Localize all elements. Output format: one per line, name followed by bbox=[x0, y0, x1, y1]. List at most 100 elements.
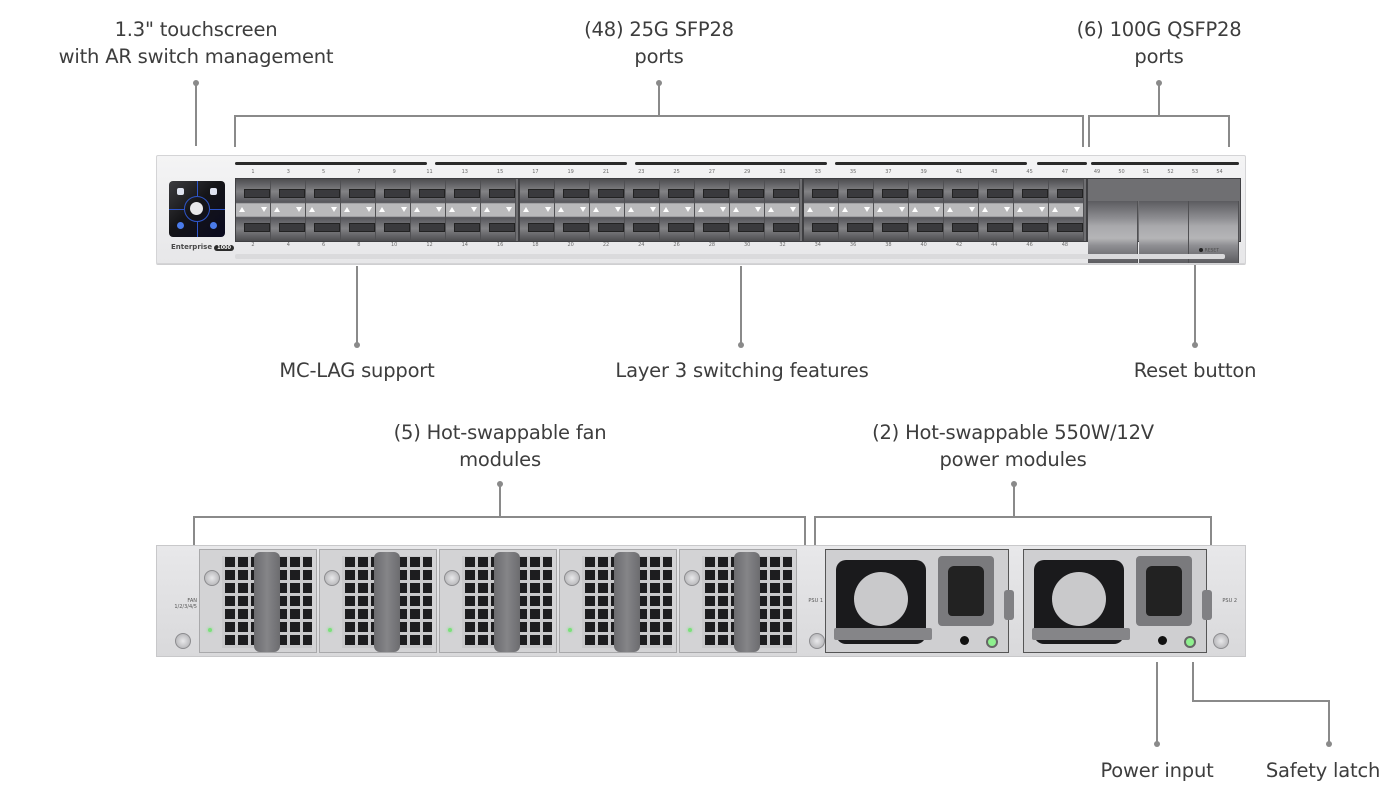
sfp-port-slot[interactable] bbox=[419, 189, 445, 198]
sfp-port-cage[interactable] bbox=[411, 179, 446, 241]
sfp-port-slot[interactable] bbox=[314, 223, 340, 232]
fan-module[interactable] bbox=[199, 549, 317, 653]
sfp-port-slot[interactable] bbox=[703, 189, 729, 198]
sfp-port-cage[interactable] bbox=[979, 179, 1014, 241]
sfp-port-cage[interactable] bbox=[660, 179, 695, 241]
fan-handle[interactable] bbox=[254, 552, 280, 652]
sfp-port-cage[interactable] bbox=[730, 179, 765, 241]
safety-latch[interactable] bbox=[1202, 590, 1212, 620]
sfp-port-cage[interactable] bbox=[236, 179, 271, 241]
sfp-port-slot[interactable] bbox=[703, 223, 729, 232]
sfp-port-slot[interactable] bbox=[633, 223, 659, 232]
power-module-1[interactable] bbox=[825, 549, 1014, 653]
sfp-port-slot[interactable] bbox=[882, 223, 908, 232]
sfp-port-slot[interactable] bbox=[279, 189, 305, 198]
fan-module[interactable] bbox=[679, 549, 797, 653]
thumb-screw-icon[interactable] bbox=[564, 570, 580, 586]
sfp-port-slot[interactable] bbox=[528, 223, 554, 232]
fan-handle[interactable] bbox=[374, 552, 400, 652]
thumb-screw-icon[interactable] bbox=[444, 570, 460, 586]
sfp-port-cage[interactable] bbox=[446, 179, 481, 241]
sfp-port-cage[interactable] bbox=[306, 179, 341, 241]
sfp-port-cage[interactable] bbox=[590, 179, 625, 241]
sfp-port-cage[interactable] bbox=[839, 179, 874, 241]
fan-module[interactable] bbox=[559, 549, 677, 653]
sfp-port-slot[interactable] bbox=[1022, 223, 1048, 232]
sfp-port-slot[interactable] bbox=[454, 223, 480, 232]
sfp-port-slot[interactable] bbox=[738, 189, 764, 198]
sfp-port-slot[interactable] bbox=[952, 189, 978, 198]
sfp-port-cage[interactable] bbox=[271, 179, 306, 241]
sfp-port-cage[interactable] bbox=[944, 179, 979, 241]
sfp-port-cage[interactable] bbox=[520, 179, 555, 241]
sfp-port-cage[interactable] bbox=[909, 179, 944, 241]
fan-handle[interactable] bbox=[494, 552, 520, 652]
sfp-port-slot[interactable] bbox=[314, 189, 340, 198]
sfp-port-slot[interactable] bbox=[489, 223, 515, 232]
fan-module[interactable] bbox=[439, 549, 557, 653]
qsfp-port-cage[interactable] bbox=[1088, 201, 1138, 263]
sfp-port-cage[interactable] bbox=[376, 179, 411, 241]
power-inlet[interactable] bbox=[938, 556, 994, 626]
qsfp-port-cage[interactable] bbox=[1138, 201, 1189, 263]
sfp-port-cage[interactable] bbox=[804, 179, 839, 241]
sfp-port-cage[interactable] bbox=[695, 179, 730, 241]
sfp-port-slot[interactable] bbox=[987, 189, 1013, 198]
sfp-port-cage[interactable] bbox=[481, 179, 516, 241]
sfp-port-slot[interactable] bbox=[349, 189, 375, 198]
sfp-port-slot[interactable] bbox=[454, 189, 480, 198]
sfp-port-slot[interactable] bbox=[1022, 189, 1048, 198]
sfp-port-slot[interactable] bbox=[668, 189, 694, 198]
sfp-port-slot[interactable] bbox=[987, 223, 1013, 232]
sfp-port-slot[interactable] bbox=[917, 189, 943, 198]
reset-button[interactable]: RESET bbox=[1199, 248, 1219, 253]
sfp-port-cage[interactable] bbox=[874, 179, 909, 241]
sfp-port-slot[interactable] bbox=[598, 189, 624, 198]
power-inlet[interactable] bbox=[1136, 556, 1192, 626]
sfp-port-slot[interactable] bbox=[847, 189, 873, 198]
psu-handle[interactable] bbox=[1032, 628, 1130, 640]
fan-handle[interactable] bbox=[734, 552, 760, 652]
sfp-port-slot[interactable] bbox=[952, 223, 978, 232]
sfp-port-slot[interactable] bbox=[384, 189, 410, 198]
sfp-port-slot[interactable] bbox=[384, 223, 410, 232]
sfp-port-slot[interactable] bbox=[633, 189, 659, 198]
sfp-port-cage[interactable] bbox=[1014, 179, 1049, 241]
sfp-port-cage[interactable] bbox=[625, 179, 660, 241]
sfp-port-slot[interactable] bbox=[349, 223, 375, 232]
sfp-port-slot[interactable] bbox=[1057, 189, 1083, 198]
power-module-2[interactable] bbox=[1023, 549, 1212, 653]
psu-handle[interactable] bbox=[834, 628, 932, 640]
thumb-screw-icon[interactable] bbox=[204, 570, 220, 586]
sfp-port-cage[interactable] bbox=[341, 179, 376, 241]
sfp-port-slot[interactable] bbox=[489, 189, 515, 198]
sfp-port-slot[interactable] bbox=[598, 223, 624, 232]
fan-module[interactable] bbox=[319, 549, 437, 653]
sfp-port-slot[interactable] bbox=[1057, 223, 1083, 232]
sfp-port-slot[interactable] bbox=[279, 223, 305, 232]
sfp-port-slot[interactable] bbox=[917, 223, 943, 232]
touchscreen-display[interactable] bbox=[169, 181, 225, 237]
sfp-port-cage[interactable] bbox=[555, 179, 590, 241]
sfp-port-slot[interactable] bbox=[419, 223, 445, 232]
sfp-port-slot[interactable] bbox=[882, 189, 908, 198]
fan-handle[interactable] bbox=[614, 552, 640, 652]
sfp-port-slot[interactable] bbox=[738, 223, 764, 232]
sfp-port-cage[interactable] bbox=[765, 179, 800, 241]
sfp-port-slot[interactable] bbox=[812, 189, 838, 198]
sfp-port-slot[interactable] bbox=[563, 223, 589, 232]
screen-center-button[interactable] bbox=[190, 202, 203, 215]
sfp-port-slot[interactable] bbox=[244, 223, 270, 232]
sfp-port-cage[interactable] bbox=[1049, 179, 1084, 241]
thumb-screw-icon[interactable] bbox=[324, 570, 340, 586]
sfp-port-slot[interactable] bbox=[244, 189, 270, 198]
sfp-port-slot[interactable] bbox=[773, 223, 799, 232]
sfp-port-slot[interactable] bbox=[812, 223, 838, 232]
sfp-port-slot[interactable] bbox=[528, 189, 554, 198]
thumb-screw-icon[interactable] bbox=[684, 570, 700, 586]
safety-latch[interactable] bbox=[1004, 590, 1014, 620]
sfp-port-slot[interactable] bbox=[668, 223, 694, 232]
sfp-port-slot[interactable] bbox=[847, 223, 873, 232]
sfp-port-slot[interactable] bbox=[773, 189, 799, 198]
sfp-port-slot[interactable] bbox=[563, 189, 589, 198]
